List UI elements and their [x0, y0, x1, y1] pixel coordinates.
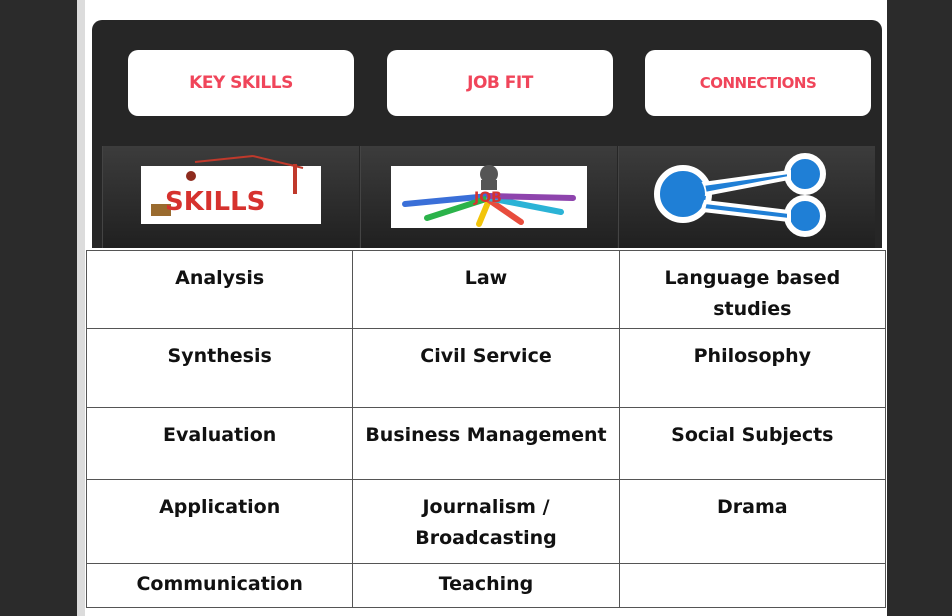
- connections-image-tile: [618, 146, 875, 248]
- job-fit-button[interactable]: JOB FIT: [387, 50, 613, 116]
- connections-button[interactable]: CONNECTIONS: [645, 50, 871, 116]
- table-cell: Social Subjects: [618, 407, 887, 480]
- table-row: Communication Teaching: [85, 563, 887, 608]
- table-row: Evaluation Business Management Social Su…: [85, 407, 887, 480]
- table-cell: Journalism / Broadcasting: [352, 478, 620, 565]
- table-cell: Civil Service: [352, 328, 620, 409]
- left-light-strip: [77, 0, 85, 616]
- table-cell: Synthesis: [85, 328, 354, 409]
- table-cell: Analysis: [85, 249, 354, 330]
- job-logo-text: JOB: [473, 190, 502, 206]
- skills-jobs-table: Analysis Law Language based studies Synt…: [85, 249, 887, 608]
- table-cell: Application: [85, 478, 354, 565]
- table-cell: Drama: [618, 478, 887, 565]
- network-icon: [654, 153, 826, 237]
- table-row: Application Journalism / Broadcasting Dr…: [85, 478, 887, 565]
- table-cell: [618, 563, 887, 608]
- table-row: Analysis Law Language based studies: [85, 249, 887, 330]
- job-logo-image: JOB: [391, 165, 587, 228]
- table-cell: Communication: [85, 563, 354, 608]
- table-cell: Business Management: [352, 407, 620, 480]
- table-row: Synthesis Civil Service Philosophy: [85, 328, 887, 409]
- header-panel: KEY SKILLS JOB FIT CONNECTIONS SKILLS JO…: [92, 20, 882, 248]
- table-cell: Philosophy: [618, 328, 887, 409]
- skills-logo-image: SKILLS: [141, 155, 321, 224]
- table-cell: Evaluation: [85, 407, 354, 480]
- job-image-tile: JOB: [360, 146, 617, 248]
- skills-logo-text: SKILLS: [165, 187, 265, 217]
- table-cell: Law: [352, 249, 620, 330]
- key-skills-button[interactable]: KEY SKILLS: [128, 50, 354, 116]
- left-dark-border: [0, 0, 77, 616]
- table-cell: Language based studies: [618, 249, 887, 330]
- skills-image-tile: SKILLS: [102, 146, 359, 248]
- table-cell: Teaching: [352, 563, 620, 608]
- right-dark-border: [887, 0, 952, 616]
